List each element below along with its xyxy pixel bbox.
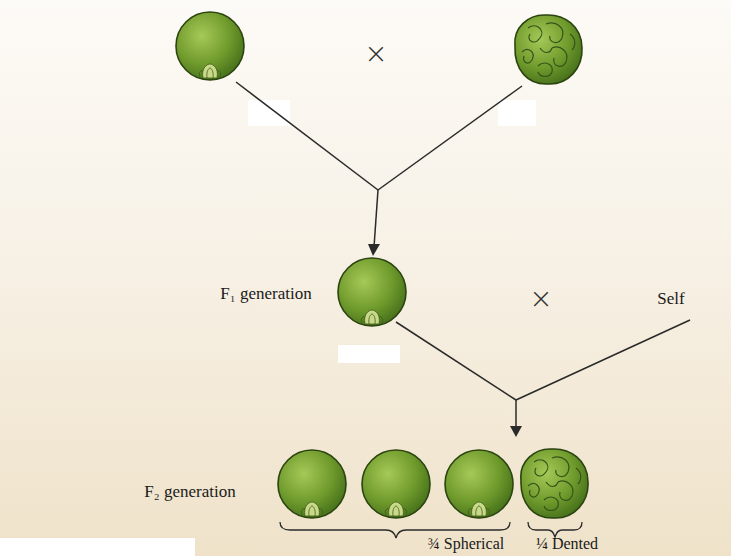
ratio-label: ¼ Dented	[536, 535, 598, 553]
cross-symbol: ×	[364, 39, 387, 70]
ratio-label: ¾ Spherical	[428, 535, 504, 553]
self-label: Self	[657, 290, 684, 309]
generation-label: F₁ generation	[220, 285, 311, 304]
generation-label: F₂ generation	[144, 483, 235, 502]
cross-symbol: ×	[529, 284, 552, 315]
